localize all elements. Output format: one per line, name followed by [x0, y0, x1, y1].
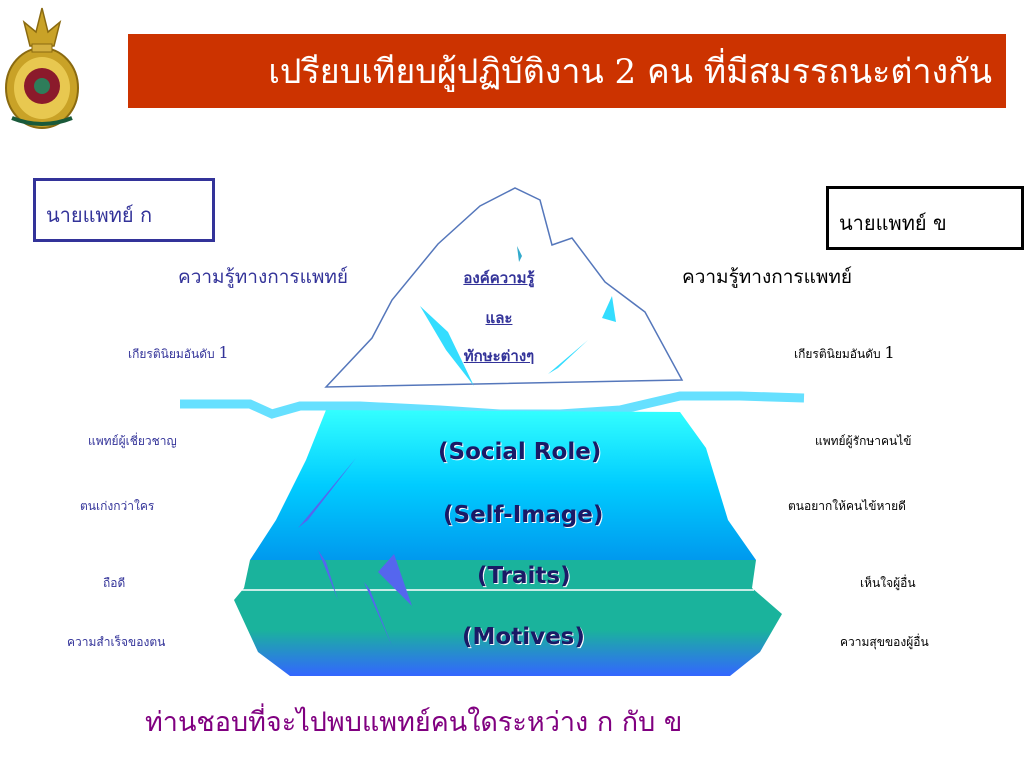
ice-shard [318, 550, 338, 600]
doctor-a-rank-text: เกียรตินิยมอันดับ [128, 347, 215, 361]
doctor-b-self-image: ตนอยากให้คนไข้หายดี [788, 499, 906, 513]
tip-line-3: ทักษะต่างๆ [463, 347, 535, 365]
doctor-b-motives: ความสุขของผู้อื่น [840, 635, 929, 649]
doctor-a-rank-num: 1 [218, 343, 229, 362]
doctor-a-social-role: แพทย์ผู้เชี่ยวชาญ [88, 434, 177, 448]
doctor-a-rank: เกียรตินิยมอันดับ 1 [128, 343, 229, 364]
doctor-a-knowledge: ความรู้ทางการแพทย์ [178, 266, 349, 288]
doctor-b-knowledge: ความรู้ทางการแพทย์ [682, 266, 853, 288]
iceberg-underwater-upper [250, 410, 756, 560]
doctor-b-name: นายแพทย์ ข [839, 211, 947, 235]
seal-logo [5, 7, 79, 129]
ice-shard [602, 296, 616, 322]
ice-shard [420, 306, 474, 386]
doctor-b-traits: เห็นใจผู้อื่น [860, 576, 916, 590]
title-bar: เปรียบเทียบผู้ปฏิบัติงาน 2 คน ที่มีสมรรถ… [128, 34, 1006, 108]
doctor-b-box: นายแพทย์ ข [826, 186, 1024, 250]
ice-shard [378, 554, 412, 606]
doctor-b-rank-text: เกียรตินิยมอันดับ [794, 347, 881, 361]
doctor-b-rank-num: 1 [884, 343, 895, 362]
ice-shard [548, 340, 588, 374]
doctor-a-traits: ถือดี [103, 576, 126, 590]
doctor-b-social-role: แพทย์ผู้รักษาคนไข้ [815, 434, 912, 448]
layer-social-role: (Social Role) [438, 439, 602, 465]
doctor-a-motives: ความสำเร็จของตน [67, 635, 166, 649]
ice-shard [298, 458, 356, 528]
doctor-b-rank: เกียรตินิยมอันดับ 1 [794, 343, 895, 364]
layer-self-image: (Self-Image) [443, 502, 604, 528]
iceberg-tip [324, 187, 684, 388]
doctor-a-name: นายแพทย์ ก [46, 203, 153, 227]
question-text: ท่านชอบที่จะไปพบแพทย์คนใดระหว่าง ก กับ ข [145, 707, 683, 738]
doctor-a-self-image: ตนเก่งกว่าใคร [80, 499, 155, 513]
page-title: เปรียบเทียบผู้ปฏิบัติงาน 2 คน ที่มีสมรรถ… [268, 52, 992, 92]
tip-line-2: และ [485, 309, 513, 327]
doctor-a-box: นายแพทย์ ก [33, 178, 215, 242]
layer-traits: (Traits) [477, 563, 571, 589]
iceberg-underwater-lower [234, 560, 782, 676]
ice-shard [364, 582, 392, 646]
ice-shard [517, 246, 522, 262]
tip-line-1: องค์ความรู้ [463, 269, 535, 287]
layer-motives: (Motives) [462, 624, 585, 650]
